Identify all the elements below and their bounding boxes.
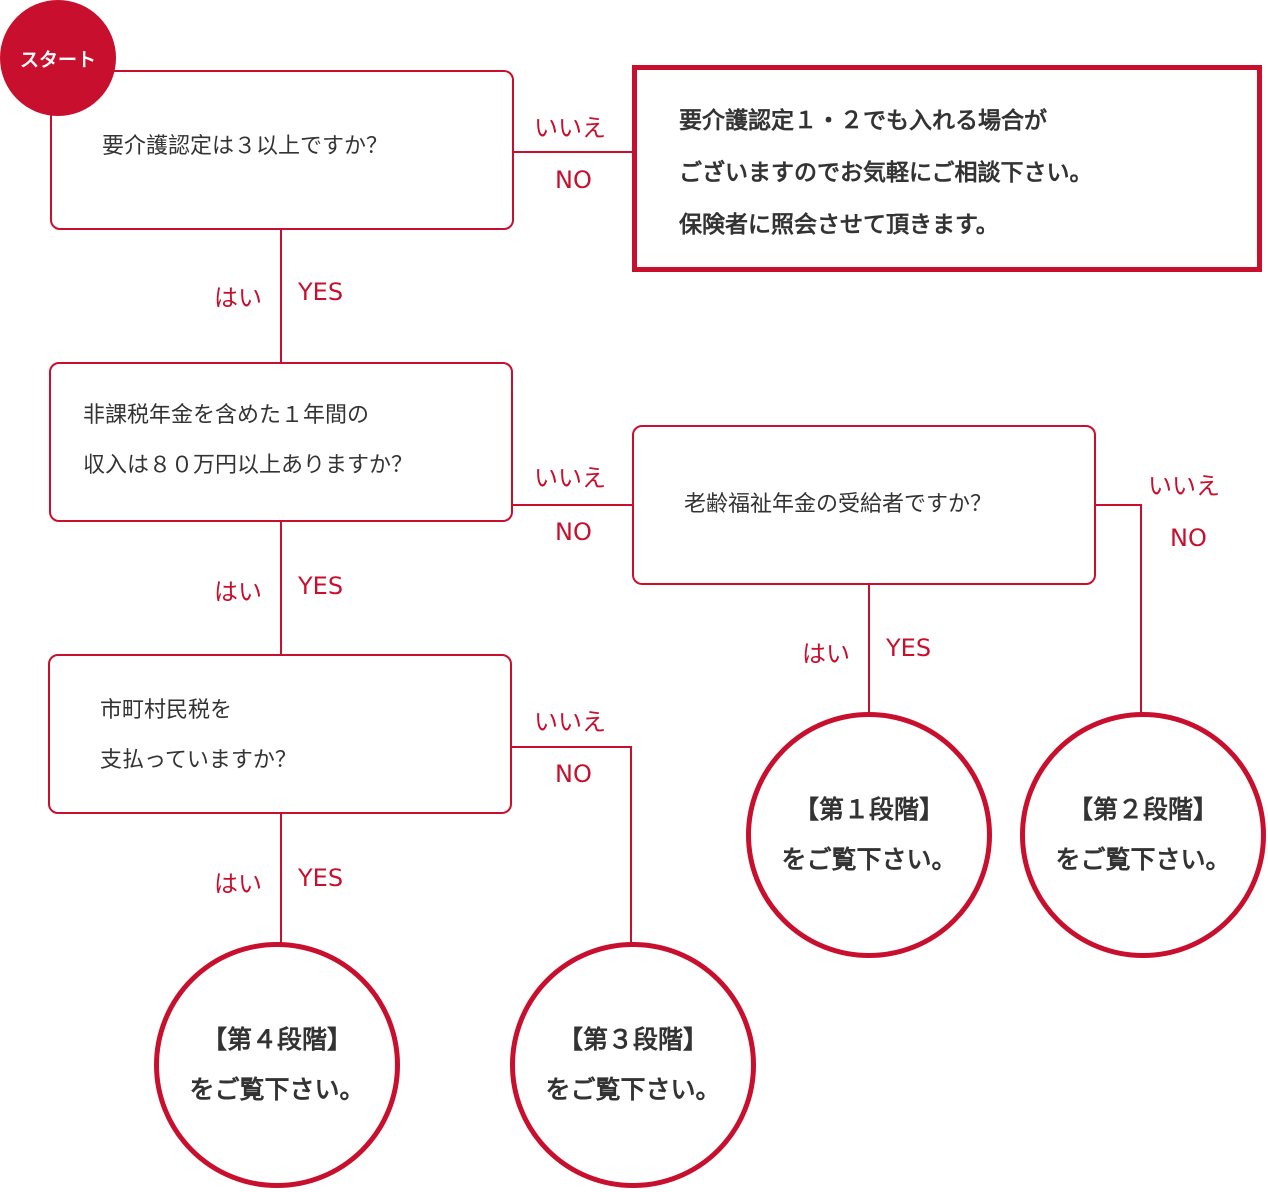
q1-yes-label-jp: はい [214,284,262,312]
connector-q3-no [1095,504,1142,715]
q2-no-label-jp: いいえ [534,464,606,492]
q4-yes-label-jp: はい [214,870,262,898]
question-3-text: 老齢福祉年金の受給者ですか？ [684,492,993,517]
q2-yes-label-en: YES [298,572,344,600]
result-stage-2-title: 【第２段階】 [1067,795,1218,824]
result-stage-4: 【第４段階】 をご覧下さい。 [154,942,400,1188]
q1-no-label-jp: いいえ [534,114,606,142]
question-3-box: 老齢福祉年金の受給者ですか？ [632,425,1096,585]
q2-no-label-en: NO [555,518,592,546]
question-1-text: 要介護認定は３以上ですか？ [102,134,389,159]
q1-no-label-en: NO [555,166,592,194]
q3-no-label-en: NO [1170,524,1207,552]
result-stage-3-title: 【第３段階】 [557,1025,708,1054]
question-4-line-1: 市町村民税を [100,698,233,723]
question-2-box: 非課税年金を含めた１年間の 収入は８０万円以上ありますか？ [49,362,513,522]
question-1-box: 要介護認定は３以上ですか？ [50,70,514,230]
start-label: スタート [19,48,96,71]
note-line-1: 要介護認定１・２でも入れる場合が [679,108,1047,134]
result-stage-1-title: 【第１段階】 [793,795,944,824]
result-stage-1: 【第１段階】 をご覧下さい。 [746,712,992,958]
question-2-line-2: 収入は８０万円以上ありますか？ [83,453,414,478]
q2-yes-label-jp: はい [214,578,262,606]
note-line-2: ございますのでお気軽にご相談下さい。 [679,160,1093,186]
question-2-line-1: 非課税年金を含めた１年間の [83,403,370,428]
q3-no-label-jp: いいえ [1148,472,1220,500]
result-stage-4-sub: をご覧下さい。 [189,1075,365,1104]
result-stage-4-title: 【第４段階】 [201,1025,352,1054]
result-stage-1-sub: をご覧下さい。 [781,845,957,874]
q3-yes-label-jp: はい [802,640,850,668]
q4-yes-label-en: YES [298,864,344,892]
question-4-box: 市町村民税を 支払っていますか？ [48,654,512,814]
q1-yes-label-en: YES [298,278,344,306]
result-stage-3: 【第３段階】 をご覧下さい。 [510,942,756,1188]
result-stage-2: 【第２段階】 をご覧下さい。 [1020,712,1266,958]
connector-q4-no [512,746,632,944]
q3-yes-label-en: YES [886,634,932,662]
note-box: 要介護認定１・２でも入れる場合が ございますのでお気軽にご相談下さい。 保険者に… [632,65,1262,272]
result-stage-3-sub: をご覧下さい。 [545,1075,721,1104]
note-line-3: 保険者に照会させて頂きます。 [679,212,999,238]
q4-no-label-en: NO [555,760,592,788]
question-4-line-2: 支払っていますか？ [100,748,297,773]
start-badge: スタート [0,0,116,116]
result-stage-2-sub: をご覧下さい。 [1055,845,1231,874]
q4-no-label-jp: いいえ [534,708,606,736]
